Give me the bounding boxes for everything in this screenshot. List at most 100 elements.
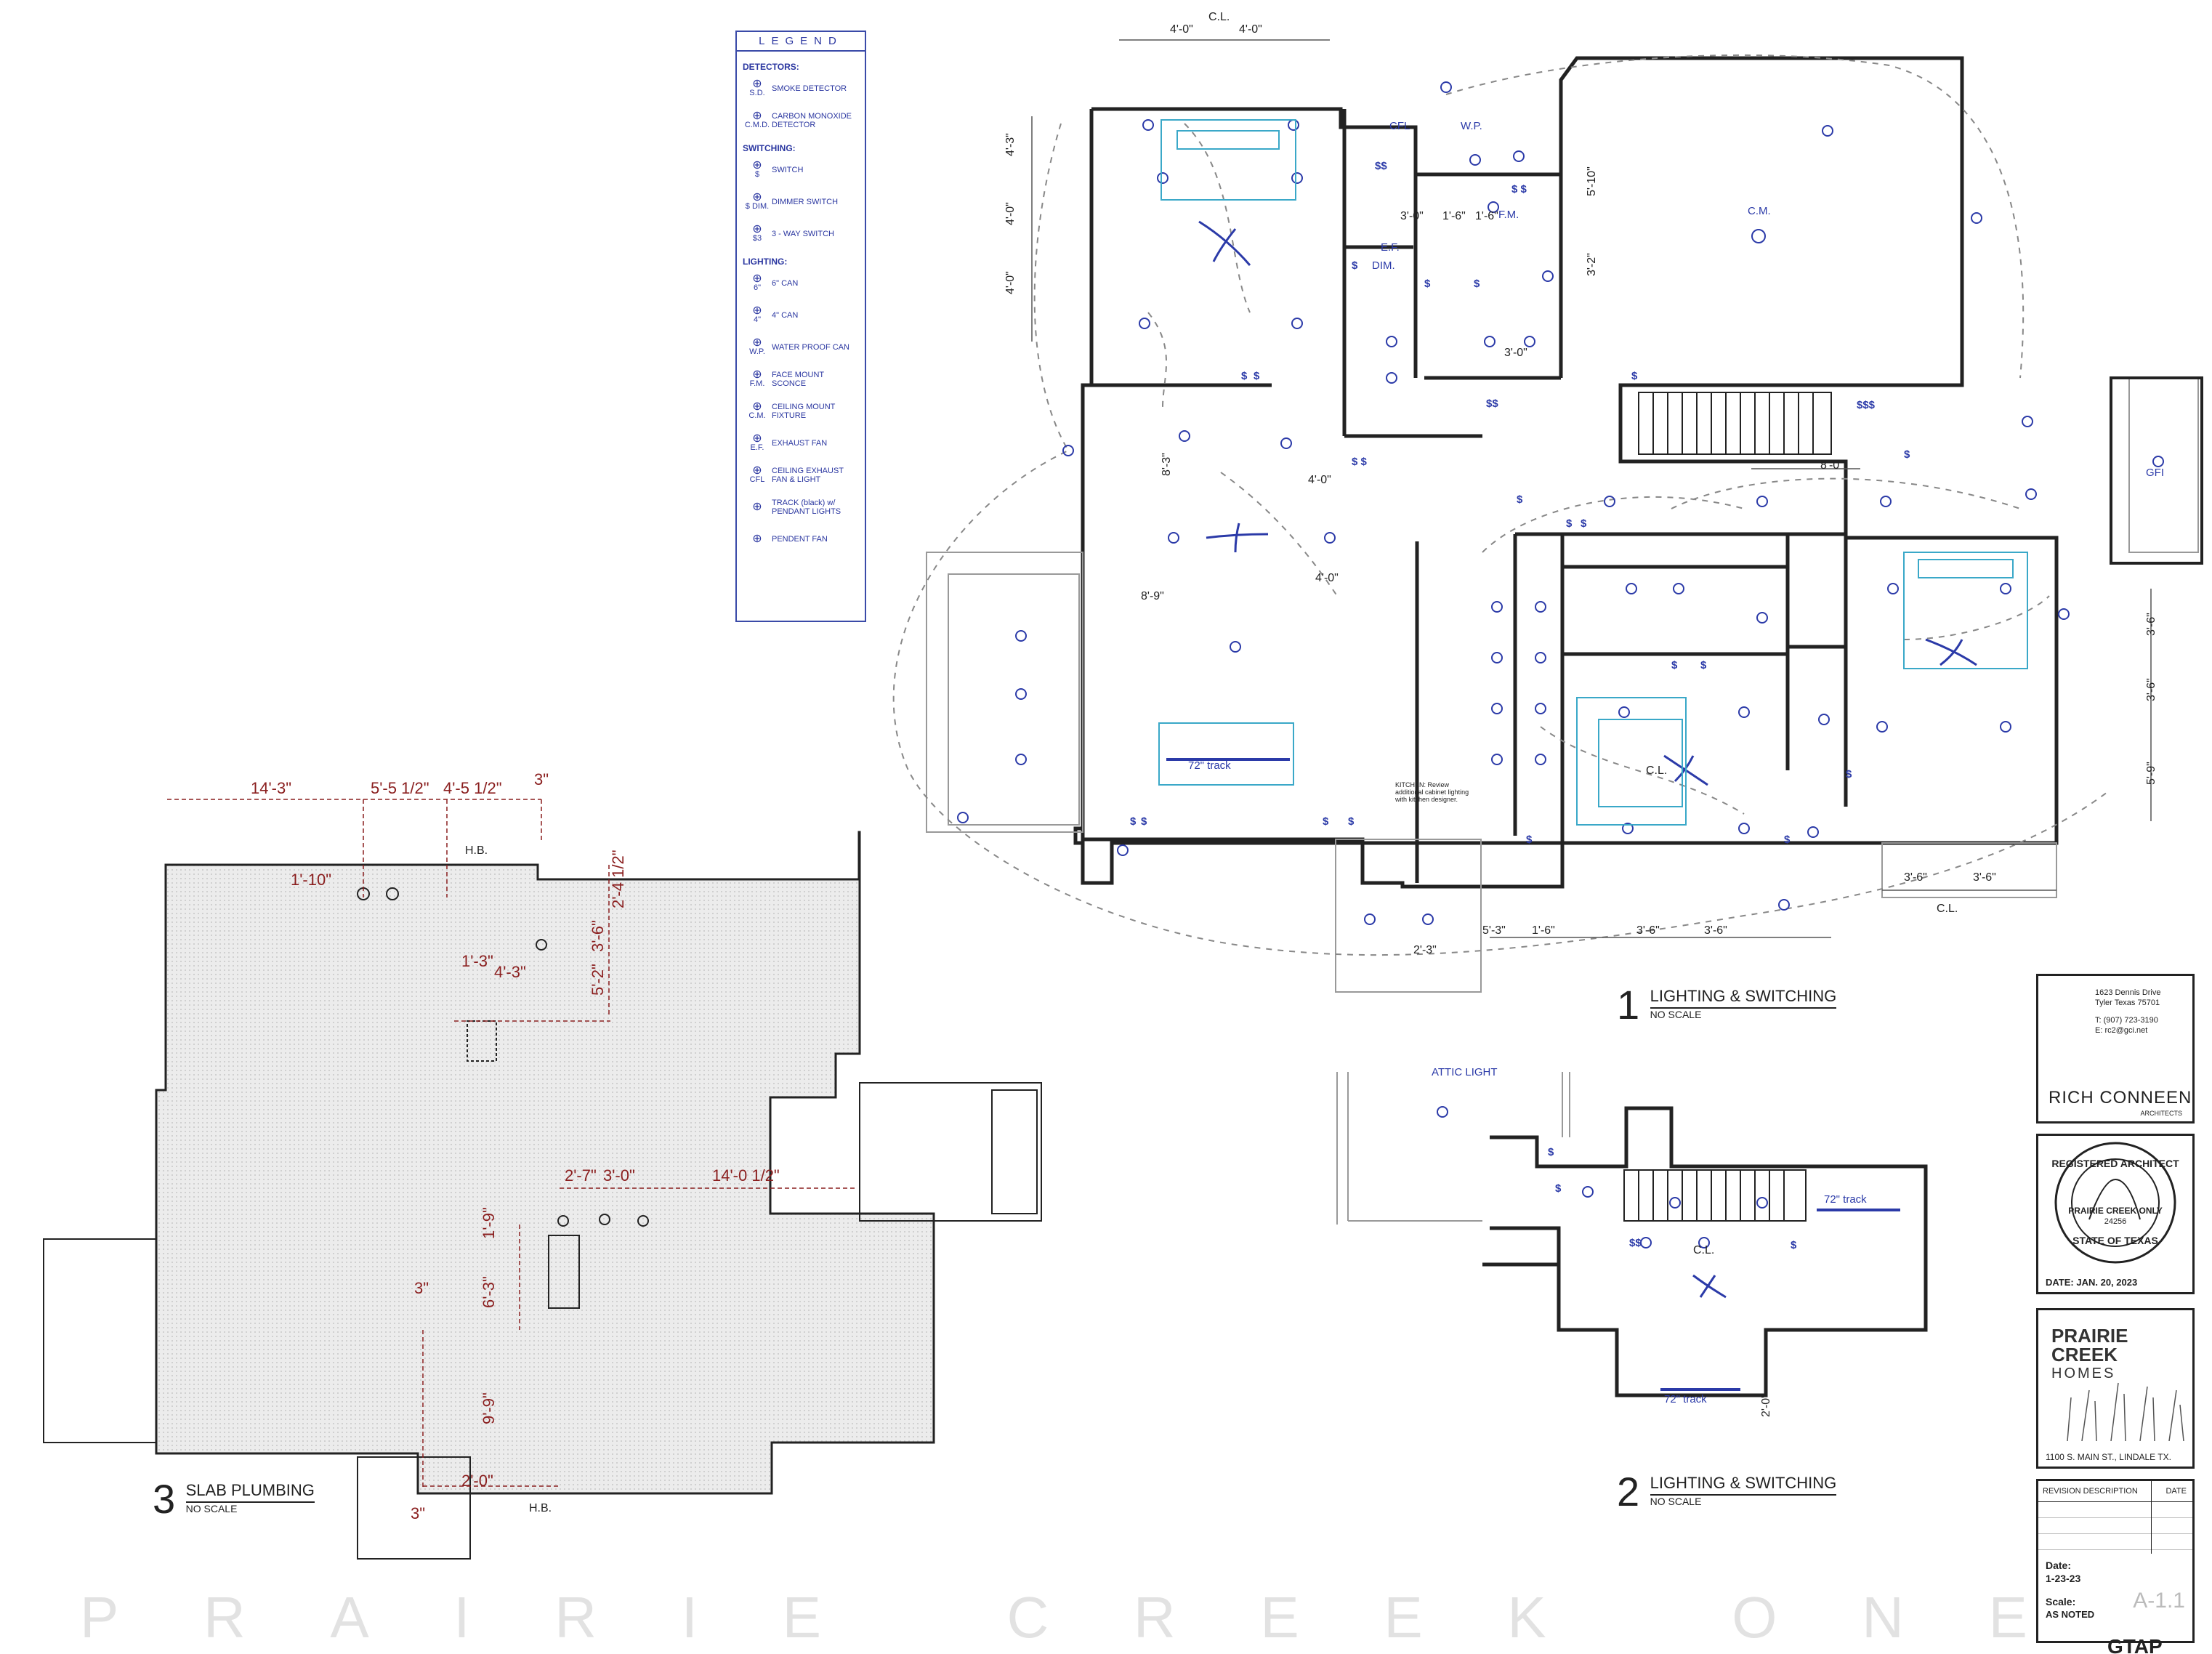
wordmark-letter	[1631, 1584, 1647, 1651]
svg-text:ATTIC LIGHT: ATTIC LIGHT	[1432, 1066, 1498, 1078]
plan-1-stairs	[1638, 392, 1832, 455]
legend-item-label: CEILING EXHAUST FAN & LIGHT	[772, 467, 844, 484]
legend-item: ⊕$SWITCH	[743, 158, 865, 182]
legend-symbol-code: $	[754, 170, 760, 179]
svg-text:1'-6": 1'-6"	[1475, 210, 1498, 222]
wordmark-letter: E	[1988, 1585, 2027, 1650]
legend-symbol-code: $3	[752, 234, 762, 243]
svg-text:W.P.: W.P.	[1461, 120, 1482, 132]
plan-3-fixtures	[357, 887, 649, 1309]
legend-section-title: SWITCHING:	[743, 143, 796, 153]
svg-text:72" track: 72" track	[1188, 759, 1231, 772]
legend-item: ⊕$ DIM.DIMMER SWITCH	[743, 190, 865, 214]
svg-text:1'-9": 1'-9"	[480, 1207, 498, 1239]
svg-text:C.L.: C.L.	[1208, 11, 1230, 23]
builder-name-3: HOMES	[2051, 1365, 2116, 1381]
svg-text:4'-0": 4'-0"	[1004, 202, 1017, 225]
legend-item: ⊕4"4" CAN	[743, 303, 865, 328]
plan-1-kitchen-note: KITCHEN: Review additional cabinet light…	[1395, 781, 1469, 803]
legend-symbol-code: $ DIM.	[745, 202, 770, 211]
svg-text:$$: $$	[1375, 160, 1387, 172]
legend-symbol-icon: ⊕CFL	[743, 465, 772, 485]
svg-text:$: $	[1784, 834, 1791, 846]
svg-text:$: $	[1904, 448, 1910, 461]
plan-3-dimension-lines	[167, 799, 857, 1490]
legend-symbol-icon: ⊕$	[743, 160, 772, 179]
svg-text:4'-0": 4'-0"	[1004, 271, 1017, 294]
plan-2-labels: ATTIC LIGHT C.L. 72" track 72" track 2'-…	[1432, 1066, 1867, 1417]
architect-city: Tyler Texas 75701	[2095, 999, 2160, 1007]
legend-item-label: 6" CAN	[772, 279, 799, 288]
legend-symbol-code: 6"	[753, 283, 762, 292]
legend-item-label: CARBON MONOXIDE DETECTOR	[772, 112, 852, 129]
svg-text:4'-0": 4'-0"	[1170, 23, 1193, 36]
plan-2-stairs	[1623, 1169, 1807, 1222]
plan-1-pendant-fans	[1198, 220, 1977, 786]
svg-text:1'-6": 1'-6"	[1442, 210, 1466, 222]
seal-block: REGISTERED ARCHITECT PRAIRIE CREEK ONLY …	[2036, 1134, 2195, 1294]
svg-text:5'-10": 5'-10"	[1586, 166, 1598, 196]
svg-text:4'-0": 4'-0"	[1308, 474, 1331, 486]
svg-text:$: $	[1791, 1239, 1797, 1251]
svg-text:3'-6": 3'-6"	[1704, 924, 1727, 937]
legend-symbol-icon: ⊕C.M.	[743, 401, 772, 421]
legend-symbol-code: C.M.	[748, 411, 766, 420]
legend-item-label: TRACK (black) w/ PENDANT LIGHTS	[772, 499, 841, 516]
svg-text:14'-0 1/2": 14'-0 1/2"	[712, 1166, 780, 1185]
date-value: 1-23-23	[2046, 1573, 2081, 1584]
plan-2-context-lines	[1336, 1072, 1570, 1225]
drawing-3-scale: NO SCALE	[185, 1503, 238, 1514]
legend-symbol-icon: ⊕6"	[743, 273, 772, 293]
legend-item-label: WATER PROOF CAN	[772, 343, 849, 352]
svg-text:2'-4 1/2": 2'-4 1/2"	[609, 850, 627, 908]
svg-text:C.L.: C.L.	[1937, 903, 1958, 915]
legend-symbol-icon: ⊕W.P.	[743, 337, 772, 357]
svg-text:3'-2": 3'-2"	[1586, 253, 1598, 276]
wordmark-letter: I	[453, 1585, 470, 1650]
svg-text:1'-3": 1'-3"	[461, 952, 493, 970]
legend-symbol-code: E.F.	[750, 443, 764, 452]
builder-name-1: PRAIRIE	[2051, 1325, 2128, 1347]
svg-text:GFI: GFI	[2146, 467, 2164, 479]
svg-text:C.L.: C.L.	[1693, 1244, 1714, 1256]
plan-3-slab	[155, 831, 935, 1495]
plan-1-porches	[926, 376, 2203, 993]
builder-block: PRAIRIE CREEK HOMES 1100 S. MAIN ST., LI…	[2036, 1308, 2195, 1469]
svg-text:8'-3": 8'-3"	[1161, 453, 1173, 476]
wordmark-letter: N	[1862, 1585, 1904, 1650]
svg-text:9'-9": 9'-9"	[480, 1392, 498, 1424]
legend-symbol-code: W.P.	[749, 347, 765, 356]
svg-text:$: $	[1254, 370, 1260, 382]
scale-label: Scale:	[2046, 1596, 2076, 1607]
svg-text:3": 3"	[411, 1504, 425, 1522]
legend-symbol-icon: ⊕S.D.	[743, 78, 772, 98]
legend-item: ⊕E.F.EXHAUST FAN	[743, 431, 865, 456]
plan-1-furniture	[1158, 119, 2028, 826]
svg-text:$: $	[1348, 815, 1355, 828]
architect-address: 1623 Dennis Drive	[2095, 988, 2161, 997]
wordmark-letter: I	[681, 1585, 698, 1650]
drawing-2-scale: NO SCALE	[1650, 1496, 1702, 1507]
drawing-3-title: 3 SLAB PLUMBING NO SCALE	[153, 1475, 315, 1522]
legend-title: LEGEND	[737, 32, 865, 52]
svg-text:4'-3": 4'-3"	[1004, 133, 1017, 156]
revision-description-header: REVISION DESCRIPTION	[2043, 1487, 2138, 1496]
svg-text:$$$: $$$	[1857, 399, 1876, 411]
svg-text:$: $	[1671, 659, 1678, 671]
svg-text:3'-0": 3'-0"	[603, 1166, 635, 1185]
svg-text:3'-6": 3'-6"	[1904, 871, 1927, 884]
wordmark-letter: A	[330, 1585, 369, 1650]
svg-text:$$: $$	[1486, 398, 1498, 410]
svg-text:$: $	[1352, 259, 1358, 272]
svg-text:3'-0": 3'-0"	[1504, 347, 1527, 359]
svg-text:8'-0": 8'-0"	[1820, 459, 1844, 472]
legend-body: DETECTORS:⊕S.D.SMOKE DETECTOR⊕C.M.D.CARB…	[737, 62, 865, 552]
legend-item: ⊕W.P.WATER PROOF CAN	[743, 335, 865, 360]
svg-text:3'-0": 3'-0"	[1400, 210, 1424, 222]
legend-symbol-icon: ⊕	[752, 501, 762, 513]
legend-item-label: SMOKE DETECTOR	[772, 84, 847, 93]
svg-text:4'-5 1/2": 4'-5 1/2"	[443, 779, 502, 797]
legend-item: ⊕PENDENT FAN	[743, 527, 865, 552]
